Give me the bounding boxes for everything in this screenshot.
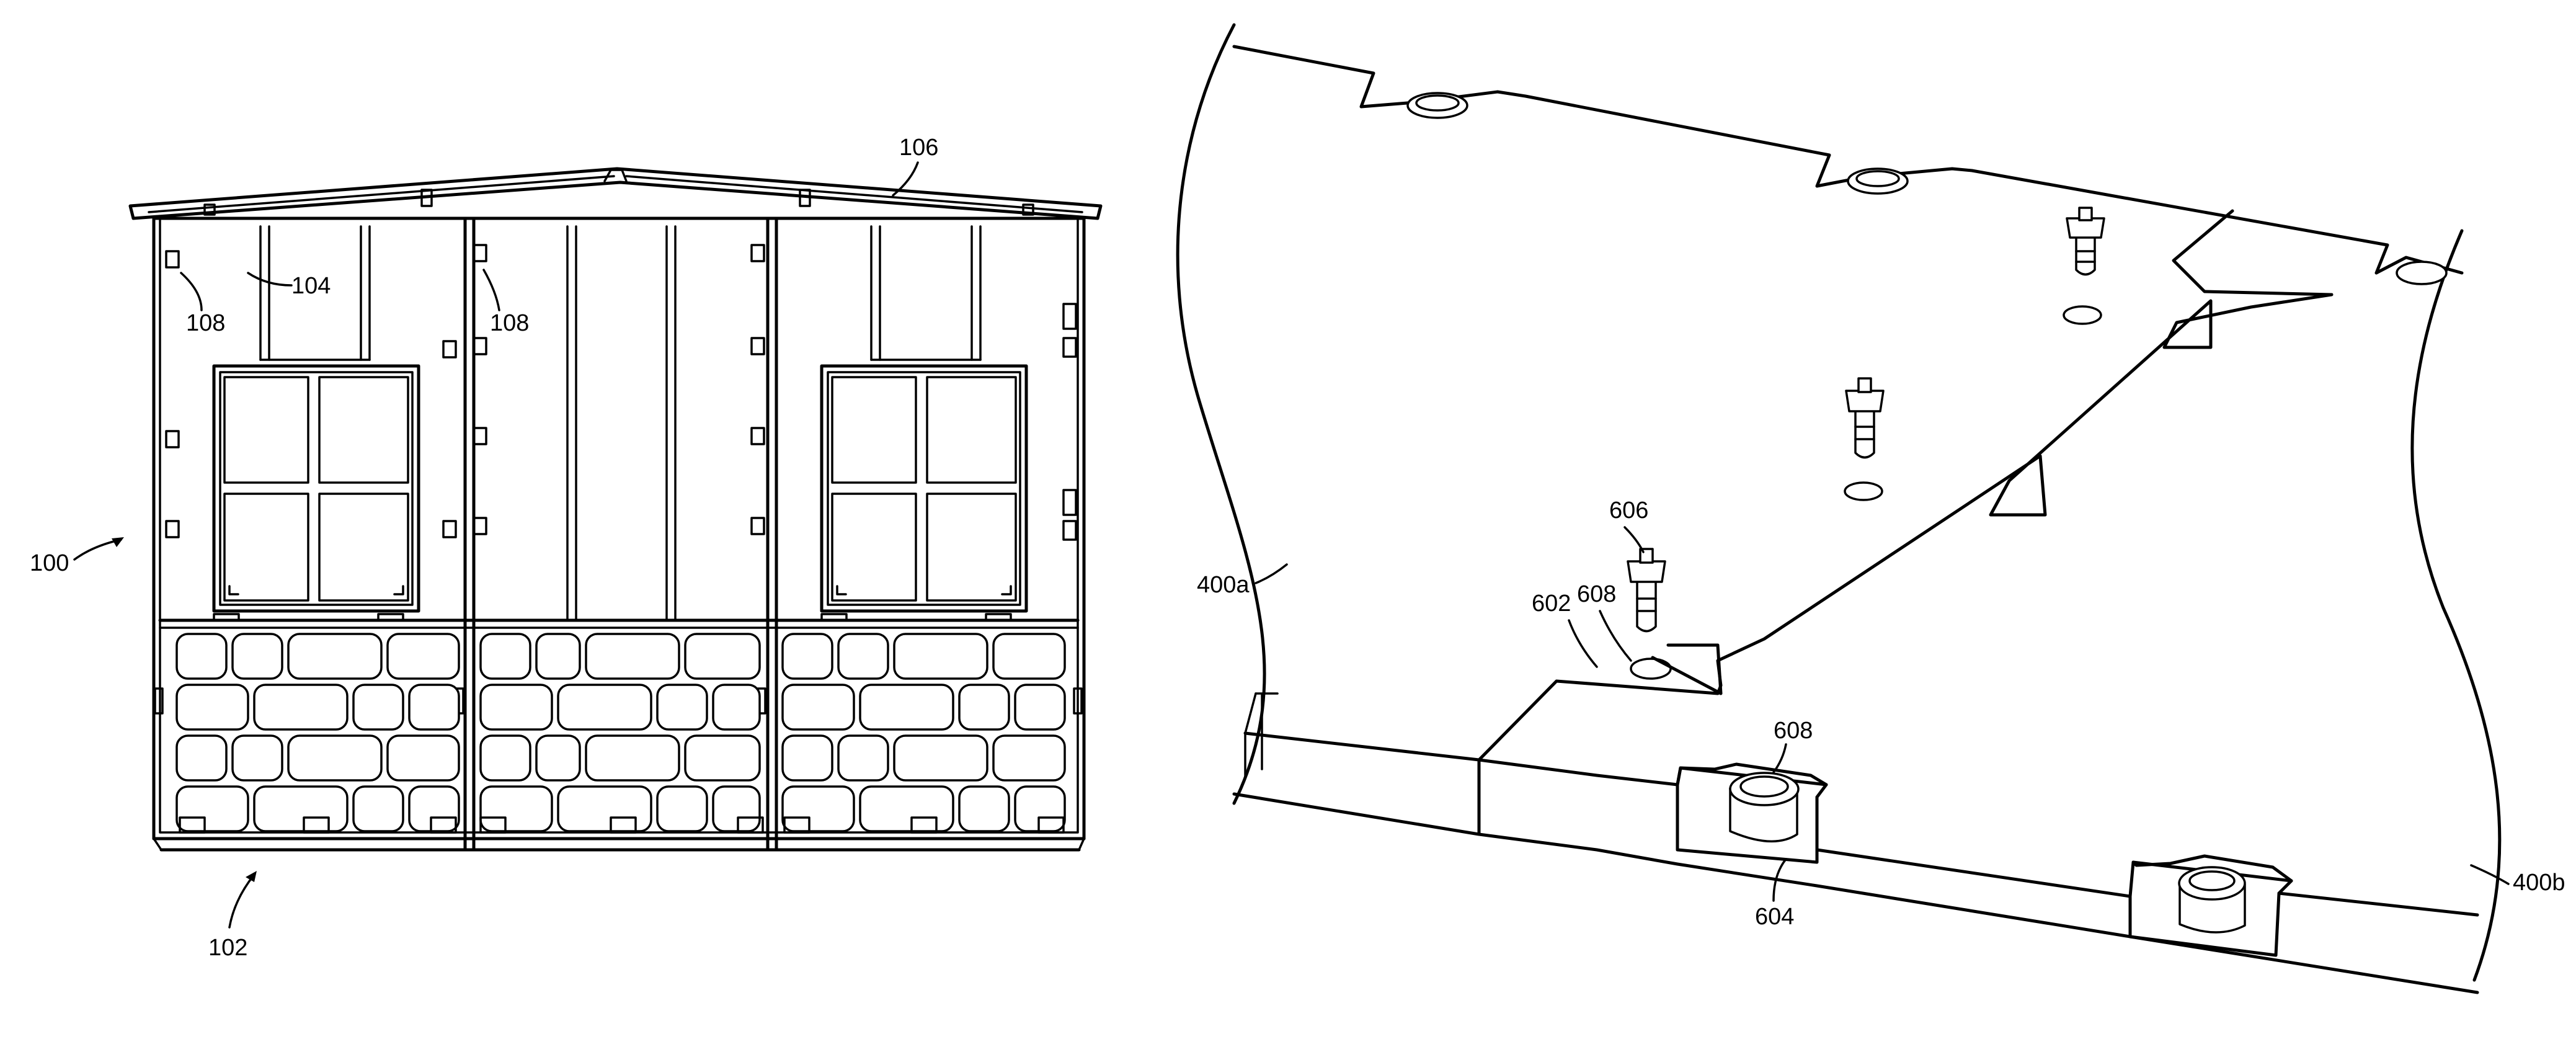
ref-604: 604 [1755, 904, 1794, 930]
ref-106: 106 [899, 135, 938, 161]
label-606: 606 [1609, 497, 1648, 552]
socket-rear [2130, 856, 2291, 955]
bracket-602 [1479, 211, 2332, 760]
label-100: 100 [30, 537, 124, 576]
label-106: 106 [893, 135, 938, 195]
pin-606-a [1628, 549, 1665, 631]
base-rail [1234, 693, 2477, 992]
ref-400b: 400b [2513, 870, 2565, 896]
label-608-top: 608 [1577, 581, 1631, 661]
shed-front-elevation: 100 102 104 106 108 108 [30, 135, 1101, 961]
hole-608-bracket [1631, 659, 1671, 679]
ref-108-center: 108 [490, 310, 529, 336]
label-400b: 400b [2471, 865, 2565, 896]
ref-608-top: 608 [1577, 581, 1616, 607]
ref-602: 602 [1532, 591, 1571, 617]
label-608-bottom: 608 [1774, 718, 1813, 772]
label-102: 102 [208, 871, 257, 961]
ref-102: 102 [208, 935, 247, 961]
ref-100: 100 [30, 550, 69, 576]
pin-606-c [2067, 208, 2104, 275]
window-right [822, 366, 1026, 611]
ref-400a: 400a [1197, 572, 1250, 598]
socket-604-front [1677, 764, 1826, 862]
ref-606: 606 [1609, 497, 1648, 524]
ref-108-left: 108 [186, 310, 225, 336]
break-lines [1178, 25, 2500, 980]
ref-104: 104 [291, 273, 331, 299]
panel-joint-detail: 400a 400b 602 604 606 608 608 [1178, 25, 2565, 992]
window-left [214, 366, 419, 611]
pin-606-b [1846, 378, 1883, 458]
ref-608-bottom: 608 [1774, 718, 1813, 744]
top-edge [1234, 47, 2462, 284]
label-400a: 400a [1197, 564, 1287, 598]
label-604: 604 [1755, 859, 1794, 930]
roof [130, 169, 1101, 218]
